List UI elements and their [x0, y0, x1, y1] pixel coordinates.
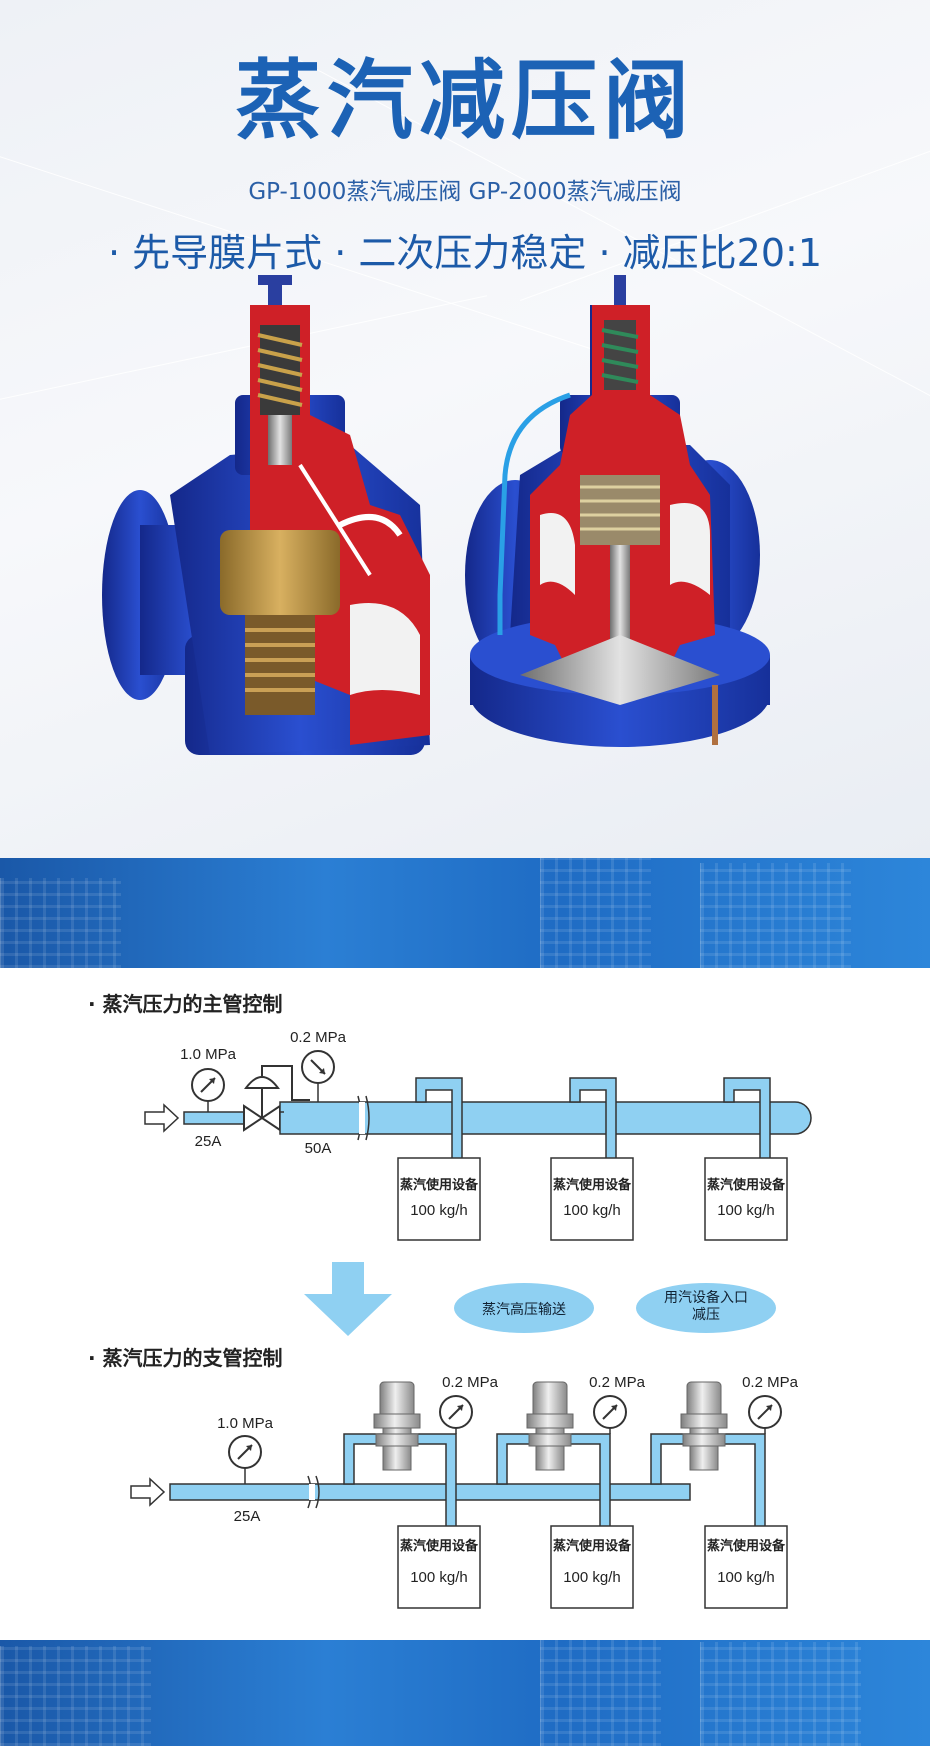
bubble-label-wrap: 用汽设备入口减压	[664, 1290, 748, 1323]
decorative-band-top	[0, 858, 930, 968]
device-flow-label: 100 kg/h	[410, 1202, 468, 1219]
device-flow-label: 100 kg/h	[717, 1202, 775, 1219]
device-flow-label: 100 kg/h	[717, 1569, 775, 1586]
building-graphic	[700, 863, 851, 968]
feature-item: · 二次压力稳定	[334, 231, 587, 275]
main-control-schematic: 1.0 MPa 0.2 MPa 25A 50A 蒸汽使用设备 100 kg/h …	[144, 1029, 812, 1241]
inlet-arrow-icon	[130, 1477, 166, 1507]
device-flow-label: 100 kg/h	[563, 1569, 621, 1586]
device-name-label: 蒸汽使用设备	[553, 1177, 632, 1192]
steam-control-diagram: · 蒸汽压力的主管控制 · 蒸汽压力的支管控制	[0, 968, 930, 1640]
branch-pressure-label: 0.2 MPa	[742, 1374, 799, 1391]
bubble-label: 用汽设备入口减压	[664, 1290, 748, 1323]
device-name-label: 蒸汽使用设备	[707, 1538, 786, 1553]
branch-pressure-gauge-icon	[748, 1395, 782, 1429]
building-graphic	[540, 1640, 661, 1746]
page-title: 蒸汽减压阀	[235, 51, 695, 151]
building-graphic	[0, 1646, 151, 1746]
branch-unit-1: 0.2 MPa	[343, 1374, 499, 1547]
steam-device-box	[550, 1157, 634, 1241]
main-header-pipe	[279, 1101, 812, 1135]
valve-product-images	[102, 275, 770, 755]
hero-section: 蒸汽减压阀 GP-1000蒸汽减压阀 GP-2000蒸汽减压阀 · 先导膜片式 …	[0, 0, 930, 858]
inlet-pressure-label: 1.0 MPa	[217, 1415, 274, 1432]
inlet-pressure-label: 1.0 MPa	[180, 1046, 237, 1063]
bubble-inlet-reduction	[636, 1283, 776, 1333]
branch-unit-2: 0.2 MPa	[496, 1374, 646, 1547]
steam-device-box	[550, 1525, 634, 1609]
feature-item: · 减压比20:1	[598, 231, 823, 275]
feature-item: · 先导膜片式	[107, 231, 323, 275]
prv-valve-icon	[680, 1381, 728, 1471]
device-name-label: 蒸汽使用设备	[707, 1177, 786, 1192]
outlet-pressure-gauge-icon	[301, 1050, 335, 1084]
branch-pipe-control-title: · 蒸汽压力的支管控制	[88, 1346, 283, 1370]
device-name-label: 蒸汽使用设备	[400, 1538, 479, 1553]
branch-pressure-label: 0.2 MPa	[589, 1374, 646, 1391]
inlet-size-label: 25A	[195, 1133, 222, 1150]
inlet-pipe	[183, 1111, 245, 1125]
steam-device-box	[397, 1525, 481, 1609]
outlet-pressure-label: 0.2 MPa	[290, 1029, 347, 1046]
branch-unit-3: 0.2 MPa	[650, 1374, 799, 1547]
inlet-pressure-gauge-icon	[191, 1068, 225, 1102]
steam-device-box	[397, 1157, 481, 1241]
device-name-label: 蒸汽使用设备	[553, 1538, 632, 1553]
branch-pressure-label: 0.2 MPa	[442, 1374, 499, 1391]
valve-gp2000-image	[465, 275, 770, 747]
inlet-pressure-gauge-icon	[228, 1435, 262, 1469]
down-arrow-icon	[304, 1262, 392, 1336]
branch-pressure-gauge-icon	[593, 1395, 627, 1429]
device-flow-label: 100 kg/h	[563, 1202, 621, 1219]
branch-pressure-gauge-icon	[439, 1395, 473, 1429]
decorative-band-bottom	[0, 1640, 930, 1746]
branch-header-pipe	[169, 1483, 691, 1501]
piping-schematic: 1.0 MPa 0.2 MPa 25A 50A 蒸汽使用设备 100 kg/h …	[130, 1029, 812, 1609]
building-graphic	[700, 1642, 861, 1746]
valve-gp1000-image	[102, 275, 430, 755]
building-graphic	[0, 878, 121, 968]
bubble-label: 蒸汽高压输送	[482, 1301, 566, 1317]
device-flow-label: 100 kg/h	[410, 1569, 468, 1586]
building-graphic	[540, 858, 651, 968]
model-subtitle: GP-1000蒸汽减压阀 GP-2000蒸汽减压阀	[248, 179, 682, 205]
inlet-arrow-icon	[144, 1103, 180, 1133]
prv-valve-icon	[526, 1381, 574, 1471]
prv-valve-icon	[373, 1381, 421, 1471]
branch-control-schematic: 1.0 MPa 25A	[130, 1374, 799, 1609]
device-name-label: 蒸汽使用设备	[400, 1177, 479, 1192]
steam-device-box	[704, 1525, 788, 1609]
main-size-label: 50A	[305, 1140, 332, 1157]
main-pipe-control-title: · 蒸汽压力的主管控制	[88, 992, 283, 1016]
feature-list: · 先导膜片式 · 二次压力稳定 · 减压比20:1	[0, 222, 930, 277]
inlet-size-label: 25A	[234, 1508, 261, 1525]
steam-device-box	[704, 1157, 788, 1241]
bubble-high-pressure	[454, 1283, 594, 1333]
pressure-reducing-valve-icon	[243, 1065, 310, 1132]
